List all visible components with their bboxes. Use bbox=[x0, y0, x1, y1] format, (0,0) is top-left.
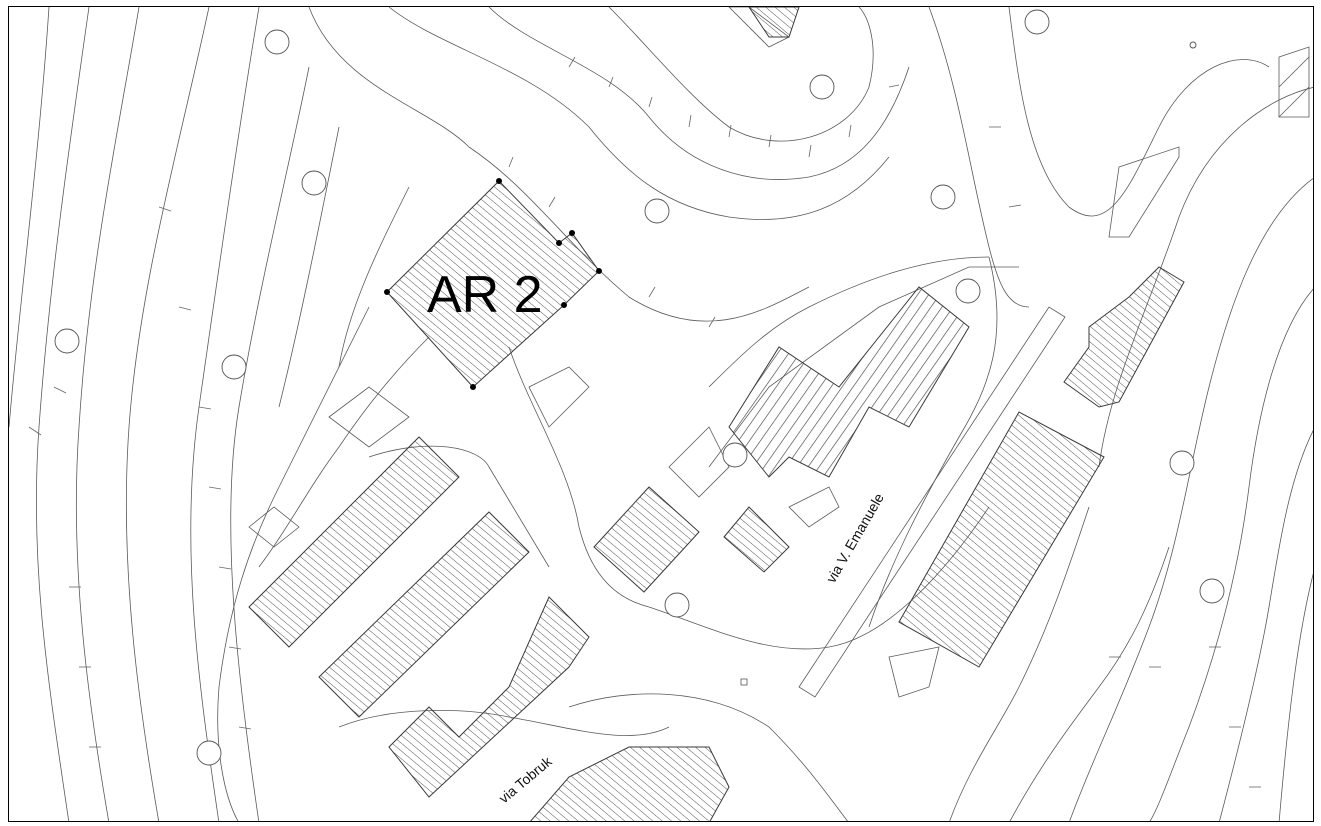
parcel-ar2[interactable]: AR 2 bbox=[384, 178, 602, 390]
building bbox=[748, 7, 800, 38]
parcel-vertices bbox=[384, 178, 602, 390]
survey-point-icon bbox=[740, 678, 748, 686]
building bbox=[530, 746, 730, 821]
building bbox=[898, 411, 1105, 668]
building bbox=[723, 506, 790, 573]
tree-icon bbox=[54, 328, 80, 354]
buildings bbox=[248, 7, 1185, 821]
tree-icon bbox=[221, 354, 247, 380]
tree-icon bbox=[1024, 9, 1050, 35]
tree-icon bbox=[1199, 578, 1225, 604]
tree-icon bbox=[301, 170, 327, 196]
tree-icon bbox=[644, 198, 670, 224]
map-canvas: AR 2 via V. Emanuele via Tobruk bbox=[9, 7, 1313, 821]
building bbox=[388, 596, 590, 798]
building bbox=[728, 286, 970, 478]
contour-lines bbox=[9, 7, 1313, 821]
point-icon bbox=[1189, 41, 1197, 49]
tree-icon bbox=[664, 592, 690, 618]
building bbox=[318, 511, 530, 718]
parcel-label: AR 2 bbox=[427, 266, 543, 324]
tree-icon bbox=[809, 74, 835, 100]
slope-ticks bbox=[28, 56, 1261, 788]
tree-icon bbox=[955, 278, 981, 304]
tree-icon bbox=[196, 740, 222, 766]
parcel-ar2-boundary[interactable] bbox=[386, 180, 600, 388]
street-label-via-v-emanuele: via V. Emanuele bbox=[823, 490, 887, 585]
street-label-via-tobruk: via Tobruk bbox=[496, 753, 556, 807]
building bbox=[593, 486, 700, 593]
tree-icon bbox=[722, 442, 748, 468]
tree-icon bbox=[1169, 450, 1195, 476]
tree-symbols bbox=[54, 9, 1225, 766]
tree-icon bbox=[264, 29, 290, 55]
building bbox=[1063, 266, 1185, 408]
tree-icon bbox=[930, 184, 956, 210]
cadastral-map[interactable]: AR 2 via V. Emanuele via Tobruk bbox=[8, 6, 1314, 822]
building bbox=[248, 436, 460, 648]
